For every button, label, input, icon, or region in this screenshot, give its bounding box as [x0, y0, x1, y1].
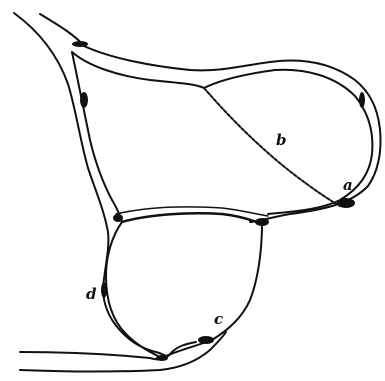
upper-cell-inner-wall: [72, 52, 372, 214]
thickening-junction-right: [255, 218, 269, 226]
thickening-top: [72, 41, 88, 47]
thickening-a: [337, 198, 355, 208]
lower-cell-right-wall: [166, 224, 262, 356]
thickening-d: [101, 282, 107, 298]
thickening-c: [198, 336, 214, 344]
thickening-bottom: [156, 355, 168, 361]
lower-cell-left-wall: [106, 222, 158, 356]
label-b: b: [276, 133, 287, 148]
label-c: c: [214, 312, 223, 327]
upper-cell-top-wall: [84, 46, 381, 222]
thickening-left-upper: [80, 92, 88, 108]
bottom-wall-upper: [20, 342, 196, 360]
dashed-membrane: [204, 88, 340, 206]
thickening-right-top: [359, 92, 365, 108]
label-a: a: [343, 178, 353, 193]
label-d: d: [86, 287, 97, 302]
shared-cell-wall: [122, 213, 262, 224]
thickening-junction-left: [113, 214, 123, 222]
shared-cell-wall-inner: [116, 207, 268, 216]
